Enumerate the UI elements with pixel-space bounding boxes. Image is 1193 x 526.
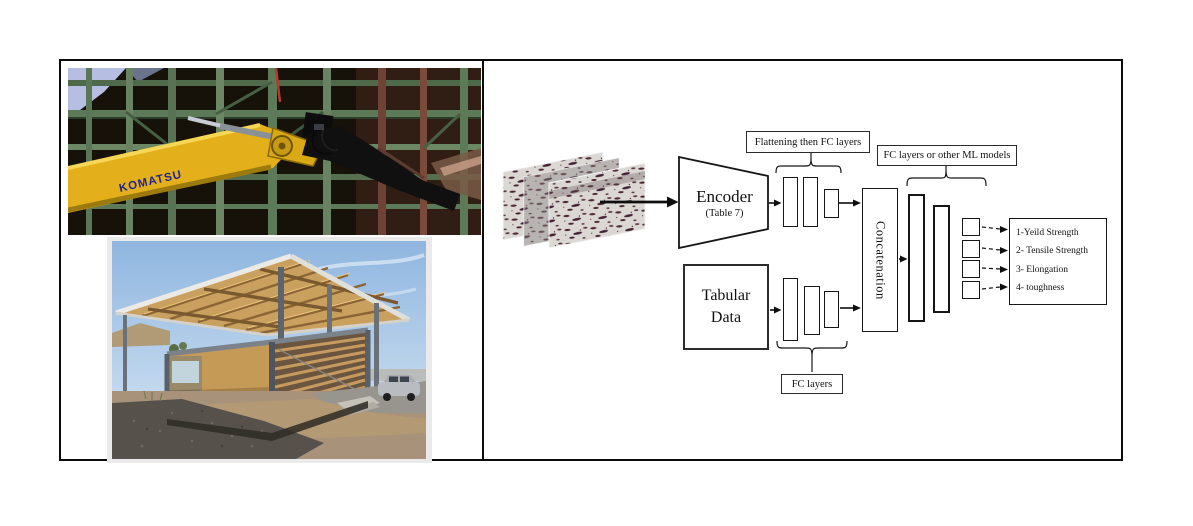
construction-photo: KOMATSU: [68, 68, 481, 235]
fc-layers-label: FC layers: [791, 378, 833, 390]
tabular-data-box: Tabular Data: [683, 264, 769, 350]
concatenation-label: Concatenation: [873, 220, 888, 300]
concrete-step: [337, 396, 380, 411]
output-square-2: [962, 240, 980, 258]
steel-posts: [123, 267, 379, 395]
fc-ml-label-box: FC layers or other ML models: [877, 145, 1017, 166]
box-shadow: [167, 401, 368, 441]
brace-fc-ml: [906, 169, 987, 187]
fc-rect-top-1: [783, 177, 798, 227]
ml-rect-1: [908, 194, 925, 322]
output-square-1: [962, 218, 980, 236]
fc-layers-label-box: FC layers: [781, 374, 843, 394]
fc-rect-top-2: [803, 177, 818, 227]
output-item: 1-Yeild Strength: [1016, 228, 1079, 238]
micrograph-stack: [502, 151, 646, 249]
fc-rect-bottom-1: [783, 278, 798, 341]
encoder-label-group: Encoder (Table 7): [681, 183, 768, 223]
output-square-3: [962, 260, 980, 278]
flattening-label-box: Flattening then FC layers: [746, 131, 870, 153]
brace-fc-layers: [776, 340, 848, 357]
pavilion-photo-frame: [107, 237, 432, 463]
construction-photo-art: KOMATSU: [68, 68, 481, 235]
fc-rect-top-3: [824, 189, 839, 218]
tabular-label-line2: Data: [710, 309, 742, 326]
tabular-label-line1: Tabular: [701, 287, 751, 304]
output-arrows: [981, 226, 1008, 291]
fc-rect-bottom-3: [824, 291, 839, 328]
pavilion-photo-art: [112, 241, 426, 459]
flow-arrows: [600, 196, 908, 314]
pavilion-photo: [112, 241, 426, 459]
output-item: 3- Elongation: [1016, 264, 1068, 275]
ground: [112, 381, 426, 459]
hanging-strap: [274, 68, 282, 103]
flattening-label: Flattening then FC layers: [754, 136, 862, 148]
ml-rect-2: [933, 205, 950, 313]
encoder-sublabel: (Table 7): [705, 208, 744, 219]
fc-ml-label: FC layers or other ML models: [883, 150, 1011, 161]
panel-divider: [482, 59, 484, 461]
output-square-4: [962, 281, 980, 299]
encoder-trapezoid: [678, 155, 769, 250]
concatenation-box: Concatenation: [862, 188, 898, 332]
brace-flattening: [775, 158, 842, 174]
roof: [115, 253, 411, 337]
output-item: 2- Tensile Strength: [1016, 246, 1088, 257]
demolition-arm: [302, 112, 460, 211]
output-box: 1-Yeild Strength 2- Tensile Strength 3- …: [1009, 218, 1107, 305]
fc-rect-bottom-2: [804, 286, 820, 335]
encoder-label: Encoder: [696, 187, 753, 206]
braces: [775, 153, 987, 372]
car: [378, 375, 420, 401]
output-item: 4- toughness: [1016, 283, 1065, 294]
